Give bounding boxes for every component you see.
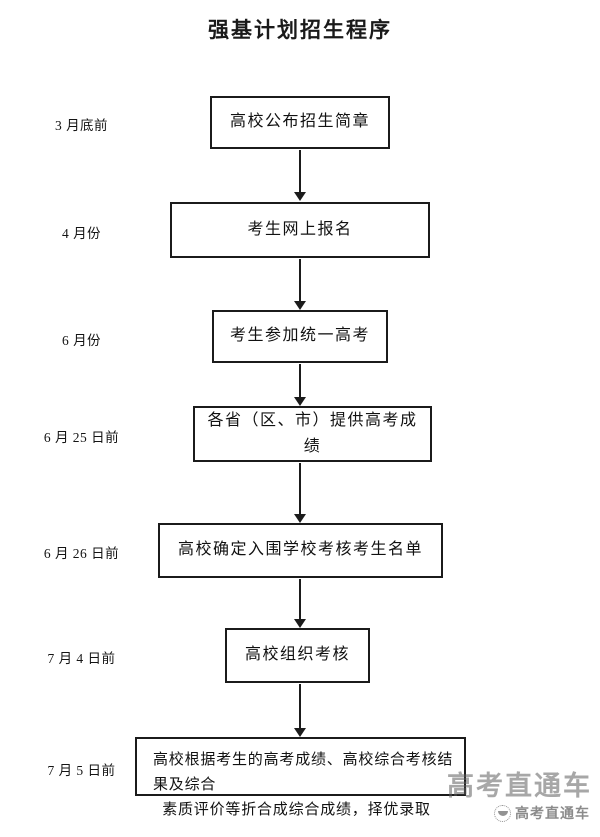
node-stage-6[interactable]: 高校组织考核 (225, 628, 370, 683)
node-stage-7-line-2: 素质评价等折合成综合成绩，择优录取 (162, 801, 431, 818)
node-stage-5[interactable]: 高校确定入围学校考核考生名单 (158, 523, 443, 578)
arrow-shaft (299, 463, 301, 514)
watermark-secondary: 高考直通车 (494, 803, 590, 823)
arrow-shaft (299, 150, 301, 192)
node-stage-1[interactable]: 高校公布招生简章 (210, 96, 390, 149)
node-stage-7-line-1: 高校根据考生的高考成绩、高校综合考核结果及综合 (153, 752, 454, 793)
arrow-6-7 (293, 684, 307, 737)
arrow-head-icon (294, 728, 306, 737)
arrow-3-4 (293, 364, 307, 406)
arrow-head-icon (294, 514, 306, 523)
arrow-2-3 (293, 259, 307, 310)
arrow-head-icon (294, 192, 306, 201)
watermark-secondary-label: 高考直通车 (515, 805, 590, 821)
arrow-shaft (299, 684, 301, 728)
node-stage-3[interactable]: 考生参加统一高考 (212, 310, 388, 363)
arrow-head-icon (294, 397, 306, 406)
date-label-stage-7: 7 月 5 日前 (47, 763, 116, 778)
arrow-1-2 (293, 150, 307, 201)
watermark-logo-icon (494, 804, 511, 822)
date-label-stage-1: 3 月底前 (54, 118, 109, 133)
date-label-stage-6: 7 月 4 日前 (47, 651, 116, 666)
node-stage-4[interactable]: 各省（区、市）提供高考成绩 (193, 406, 432, 462)
node-stage-7[interactable]: 高校根据考生的高考成绩、高校综合考核结果及综合 素质评价等折合成综合成绩，择优录… (135, 737, 466, 818)
page-title: 强基计划招生程序 (208, 19, 392, 42)
date-label-stage-3: 6 月份 (61, 333, 102, 348)
arrow-shaft (299, 259, 301, 301)
arrow-shaft (299, 364, 301, 397)
date-label-stage-4: 6 月 25 日前 (43, 430, 120, 445)
arrow-5-6 (293, 579, 307, 628)
date-label-stage-2: 4 月份 (61, 226, 102, 241)
node-stage-2[interactable]: 考生网上报名 (170, 202, 430, 258)
arrow-4-5 (293, 463, 307, 523)
arrow-shaft (299, 579, 301, 619)
date-label-stage-5: 6 月 26 日前 (43, 546, 120, 561)
watermark-primary: 高考直通车 (447, 771, 592, 801)
arrow-head-icon (294, 619, 306, 628)
arrow-head-icon (294, 301, 306, 310)
